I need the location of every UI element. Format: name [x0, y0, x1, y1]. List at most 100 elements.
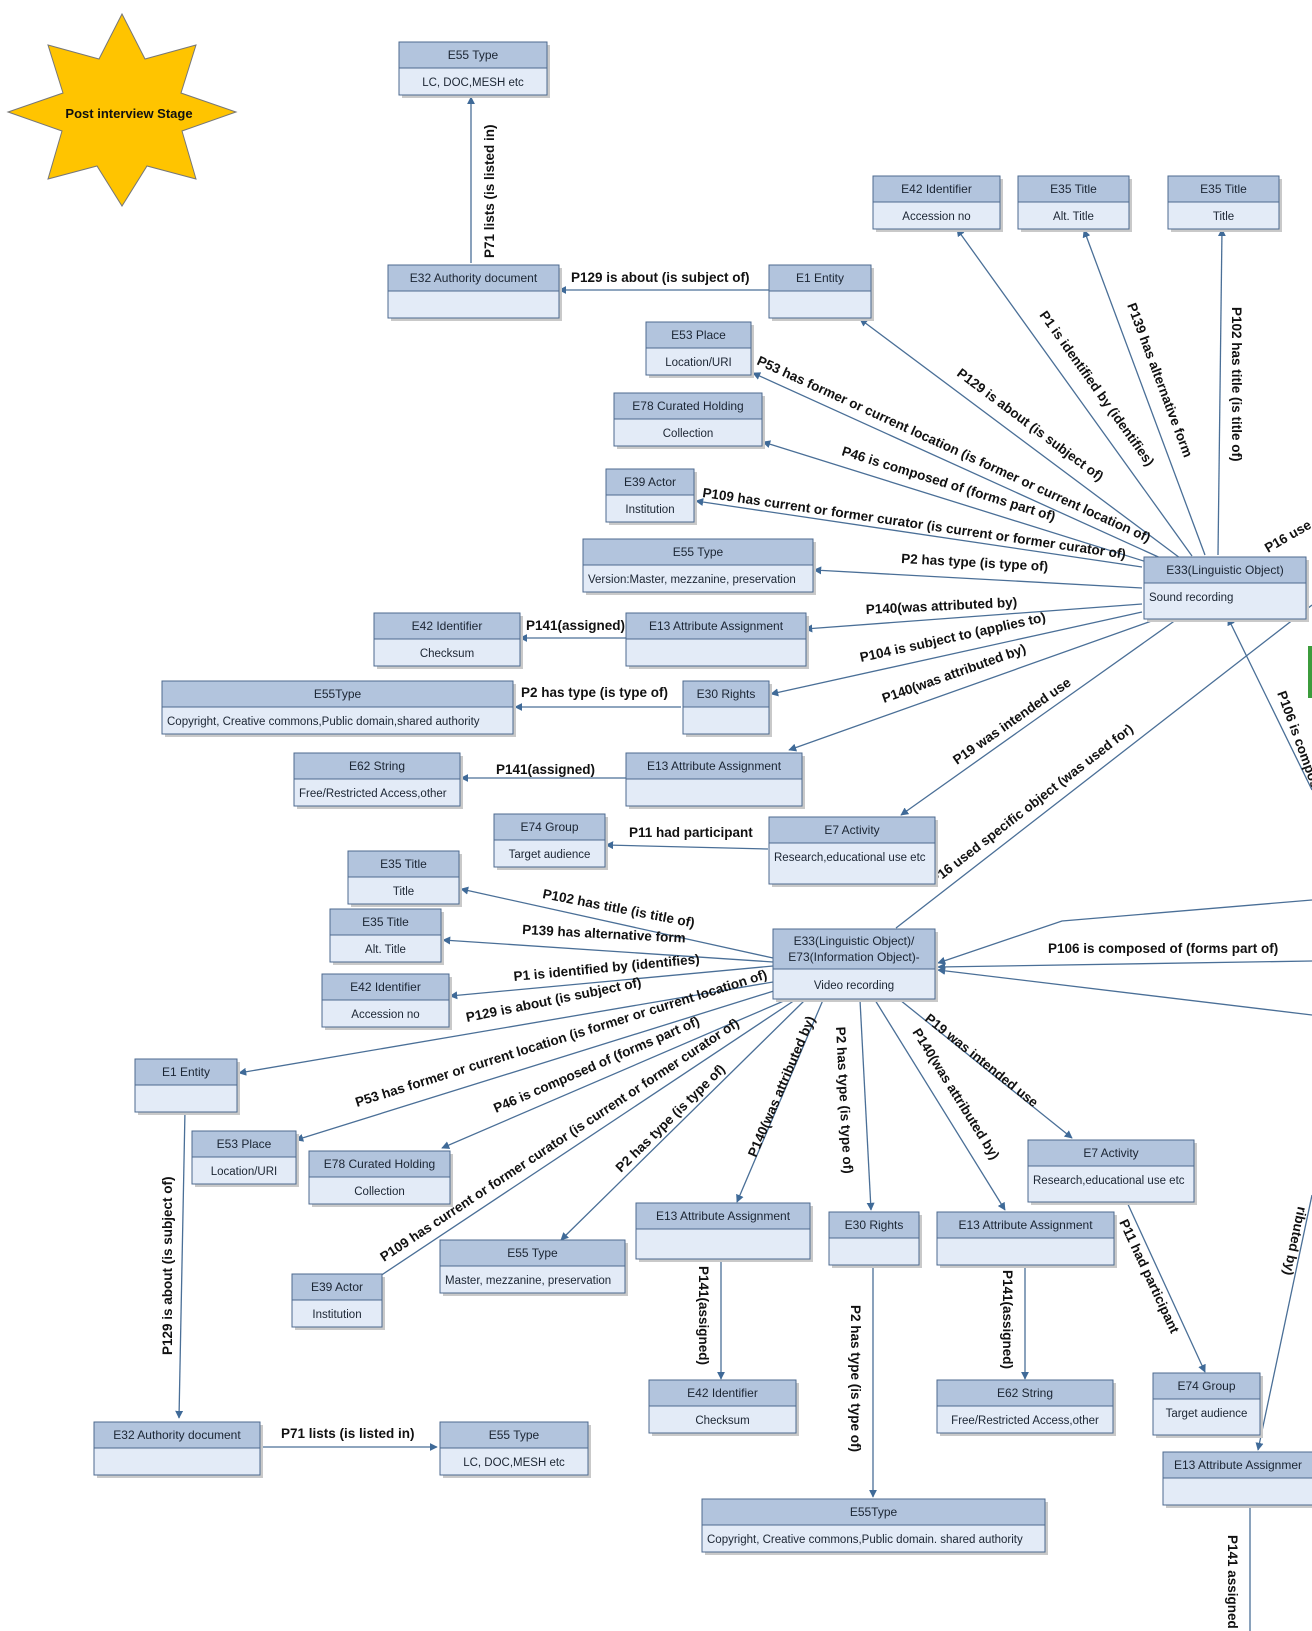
- edge-p109-video: [370, 999, 796, 1283]
- node-header: [872, 175, 1001, 203]
- node-header: [768, 264, 872, 292]
- node-value: Free/Restricted Access,other: [299, 788, 447, 800]
- stage-star: Post interview Stage: [6, 12, 238, 207]
- node-value: Copyright, Creative commons,Public domai…: [167, 716, 480, 728]
- label-p2-video: P2 has type (is type of): [613, 1061, 728, 1175]
- node-value: Version:Master, mezzanine, preservation: [588, 574, 796, 586]
- label-p139-video: P139 has alternative form: [522, 922, 686, 946]
- edge-p129-sound: [859, 318, 1181, 559]
- node-title: E78 Curated Holding: [324, 1157, 435, 1171]
- label-attributed-cut: ributed by): [1281, 1205, 1310, 1276]
- node-title: E62 String: [349, 759, 405, 773]
- node-header: [828, 1211, 920, 1239]
- node-value: Checksum: [420, 648, 474, 660]
- node-value: Institution: [625, 504, 674, 516]
- edge-p102-sound: [1217, 228, 1226, 556]
- label-p19-sound: P19 was intended use: [950, 674, 1074, 767]
- node-header: [635, 1202, 811, 1230]
- node-value: Collection: [354, 1186, 405, 1198]
- node-value: Title: [393, 886, 414, 898]
- label-p2-rights-top: P2 has type (is type of): [521, 685, 668, 700]
- node-title: E74 Group: [1177, 1379, 1235, 1393]
- edge-p53-sound: [752, 372, 1166, 561]
- node-header: [936, 1379, 1114, 1407]
- node-header: [1167, 175, 1280, 203]
- node-title: E13 Attribute Assignment: [647, 759, 782, 773]
- label-p1-video: P1 is identified by (identifies): [513, 951, 700, 984]
- node-title: E42 Identifier: [687, 1386, 758, 1400]
- edge-p140-sound2: [788, 617, 1161, 752]
- edge-p19-sound: [900, 616, 1181, 816]
- label-p71-top: P71 lists (is listed in): [482, 124, 497, 258]
- node-header: [1027, 1139, 1195, 1167]
- node-header: [93, 1421, 261, 1449]
- node-e30-rights-top: E30 Rights: [682, 680, 772, 737]
- node-title: E13 Attribute Assignmer: [1174, 1458, 1302, 1472]
- node-header: [291, 1273, 383, 1301]
- node-header: [493, 813, 606, 841]
- label-p106-video: P106 is composed of (forms part of): [1048, 941, 1278, 956]
- node-value: Research,educational use etc: [774, 852, 926, 864]
- node-header: [1152, 1372, 1261, 1400]
- node-header: [1162, 1451, 1312, 1479]
- node-header: [1017, 175, 1130, 203]
- node-title: E74 Group: [520, 820, 578, 834]
- label-p129-bottom: P129 is about (is subject of): [160, 1176, 175, 1355]
- node-value: Accession no: [902, 211, 970, 223]
- edge-p19-video: [899, 999, 1073, 1139]
- node-e32-authority-bottom: E32 Authority document: [93, 1421, 263, 1478]
- node-header: [373, 612, 521, 640]
- node-title: E55 Type: [489, 1428, 540, 1442]
- node-title: E30 Rights: [845, 1218, 904, 1232]
- node-title: E1 Entity: [162, 1065, 210, 1079]
- edge-p1-video: [449, 965, 774, 1000]
- label-p140-video1: P140(was attributed by): [745, 1014, 818, 1159]
- node-header: [191, 1130, 297, 1158]
- edge-p53-video: [295, 989, 778, 1142]
- label-p16-cut: P16 use: [1262, 517, 1312, 556]
- node-title: E30 Rights: [697, 687, 756, 701]
- node-e33-video-recording: E33(Linguistic Object)/E73(Information O…: [772, 928, 938, 1002]
- node-header: [439, 1239, 626, 1267]
- label-p129-top: P129 is about (is subject of): [571, 270, 750, 285]
- node-title: E55 Type: [448, 48, 499, 62]
- label-p106-cut: P106 is compos: [1274, 689, 1312, 790]
- node-title: E39 Actor: [624, 475, 676, 489]
- label-p141-bottom1: P141(assigned): [696, 1266, 711, 1365]
- node-title: E32 Authority document: [113, 1428, 241, 1442]
- node-e1-entity-bottom: E1 Entity: [134, 1058, 240, 1115]
- edge-p139-video: [442, 936, 774, 963]
- node-title: E55Type: [850, 1505, 898, 1519]
- edge-p2-video-rights: [859, 999, 875, 1211]
- node-title: E7 Activity: [1083, 1146, 1138, 1160]
- stage-label: Post interview Stage: [65, 106, 192, 121]
- node-header: [613, 392, 763, 420]
- label-p141-bottom2: P141(assigned): [1000, 1270, 1015, 1369]
- node-header: [605, 468, 695, 496]
- label-p71-bottom: P71 lists (is listed in): [281, 1426, 415, 1441]
- node-header: [648, 1379, 797, 1407]
- edge-p109-sound: [695, 498, 1143, 568]
- edge-p46-sound: [762, 440, 1151, 564]
- node-title: E13 Attribute Assignment: [649, 619, 784, 633]
- star-icon: [6, 12, 238, 207]
- node-title: E55 Type: [673, 545, 724, 559]
- node-title: E53 Place: [217, 1137, 272, 1151]
- edge-p129-video: [238, 981, 774, 1076]
- node-header: [293, 752, 461, 780]
